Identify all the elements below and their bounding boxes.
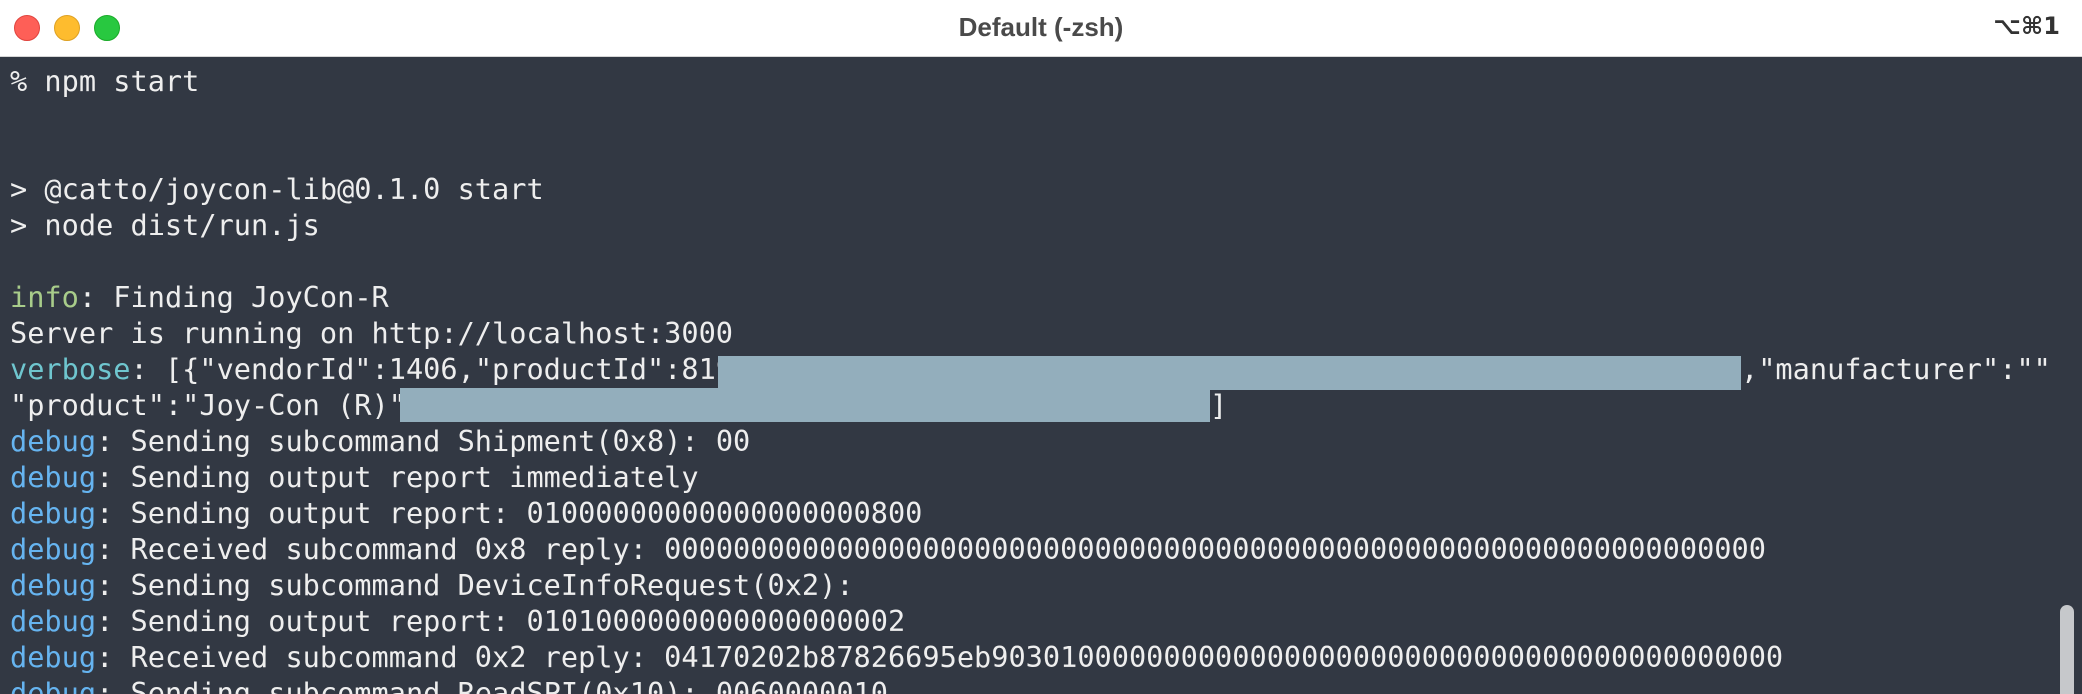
log-line-verbose-cont: "product":"Joy-Con (R)","	[10, 388, 441, 422]
npm-command-line: > node dist/run.js	[10, 208, 320, 242]
log-level: debug	[10, 604, 97, 638]
close-button[interactable]	[14, 15, 40, 41]
log-level: info	[10, 280, 79, 314]
log-message: : Sending output report: 010100000000000…	[96, 604, 906, 638]
scrollbar[interactable]	[2054, 57, 2082, 694]
log-level: debug	[10, 676, 97, 694]
log-level: debug	[10, 460, 97, 494]
log-message-end: ]	[1210, 388, 1228, 422]
log-level: debug	[10, 568, 97, 602]
log-level: debug	[10, 496, 97, 530]
minimize-button[interactable]	[54, 15, 80, 41]
command-line: % npm start	[10, 64, 200, 98]
log-line-debug: debug: Sending subcommand ReadSPI(0x10):…	[10, 675, 888, 694]
terminal-output[interactable]: % npm start > @catto/joycon-lib@0.1.0 st…	[0, 57, 2054, 694]
log-line-debug: debug: Received subcommand 0x2 reply: 04…	[10, 639, 1783, 675]
log-level: debug	[10, 640, 97, 674]
log-message: : Sending subcommand Shipment(0x8): 00	[96, 424, 751, 458]
log-line-debug: debug: Sending output report: 0101000000…	[10, 603, 905, 639]
log-message: : Sending subcommand DeviceInfoRequest(0…	[96, 568, 854, 602]
log-message: : Received subcommand 0x8 reply: 0000000…	[96, 532, 1766, 566]
log-message: : Received subcommand 0x2 reply: 0417020…	[96, 640, 1784, 674]
tab-shortcut: ⌥⌘1	[1993, 12, 2060, 40]
title-bar: Default (-zsh) ⌥⌘1	[0, 0, 2082, 57]
server-line: Server is running on http://localhost:30…	[10, 316, 734, 350]
log-message: : Sending output report: 010000000000000…	[96, 496, 923, 530]
log-message: : Finding JoyCon-R	[78, 280, 389, 314]
npm-script-line: > @catto/joycon-lib@0.1.0 start	[10, 172, 544, 206]
log-line-debug: debug: Received subcommand 0x8 reply: 00…	[10, 531, 1766, 567]
log-level: debug	[10, 424, 97, 458]
log-line-info: info: Finding JoyCon-R	[10, 279, 389, 315]
zoom-button[interactable]	[94, 15, 120, 41]
scrollbar-thumb[interactable]	[2060, 605, 2074, 694]
window-title: Default (-zsh)	[958, 12, 1124, 42]
log-level: debug	[10, 532, 97, 566]
log-message: : [{"vendorId":1406,"productId":8199,"	[130, 352, 785, 386]
redacted-block	[400, 388, 1210, 422]
log-line-debug: debug: Sending subcommand Shipment(0x8):…	[10, 423, 750, 459]
log-message-cont: ,"manufacturer":"",	[1741, 352, 2054, 386]
redacted-block	[718, 356, 1741, 390]
log-message: : Sending subcommand ReadSPI(0x10): 0060…	[96, 676, 888, 694]
log-level: verbose	[10, 352, 131, 386]
log-line-verbose: verbose: [{"vendorId":1406,"productId":8…	[10, 351, 785, 387]
log-line-debug: debug: Sending subcommand DeviceInfoRequ…	[10, 567, 854, 603]
log-line-debug: debug: Sending output report immediately	[10, 459, 699, 495]
log-line-debug: debug: Sending output report: 0100000000…	[10, 495, 922, 531]
log-message: : Sending output report immediately	[96, 460, 699, 494]
